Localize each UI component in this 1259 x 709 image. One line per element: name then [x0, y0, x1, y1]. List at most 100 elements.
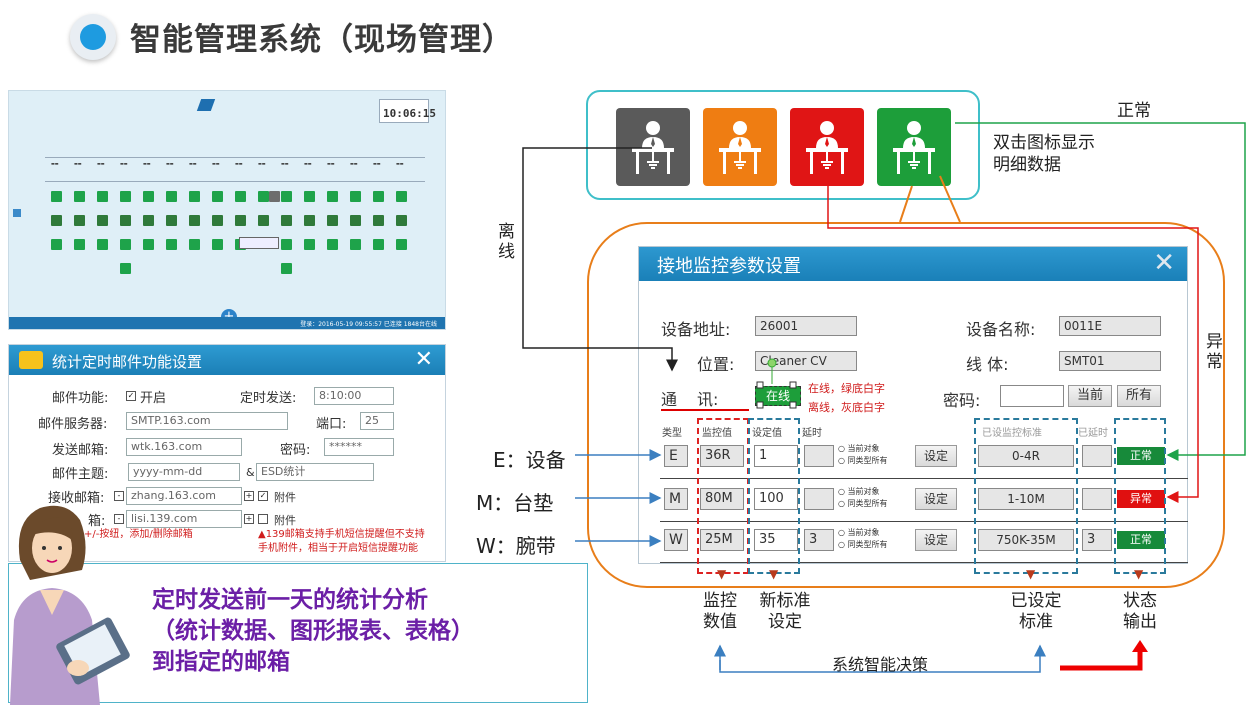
station-icon[interactable]	[212, 239, 223, 250]
station-icon[interactable]	[143, 215, 154, 226]
station-icon[interactable]	[327, 191, 338, 202]
subject-input[interactable]: ESD统计	[256, 463, 374, 481]
station-icon[interactable]	[189, 239, 200, 250]
panel-toggle-icon[interactable]	[13, 209, 21, 217]
status-icon-offline[interactable]	[616, 108, 690, 186]
receiver-input[interactable]: zhang.163.com	[126, 487, 242, 505]
pwd-field[interactable]	[1000, 385, 1064, 407]
station-icon[interactable]	[304, 215, 315, 226]
add-receiver2-button[interactable]: +	[244, 514, 254, 524]
station-icon[interactable]	[281, 239, 292, 250]
station-icon[interactable]	[373, 215, 384, 226]
station-icon[interactable]	[281, 215, 292, 226]
radio-same-type[interactable]: ○ 同类型所有	[838, 499, 888, 508]
station-icon[interactable]	[120, 263, 131, 274]
station-icon[interactable]	[350, 191, 361, 202]
type-field[interactable]: E	[664, 445, 688, 467]
station-icon[interactable]	[143, 191, 154, 202]
station-icon[interactable]	[396, 191, 407, 202]
station-icon[interactable]	[189, 215, 200, 226]
timer-input[interactable]: 8:10:00	[314, 387, 394, 405]
pos-field[interactable]: Cleaner CV	[755, 351, 857, 371]
all-button[interactable]: 所有	[1117, 385, 1161, 407]
type-field[interactable]: M	[664, 488, 688, 510]
station-icon[interactable]	[327, 239, 338, 250]
station-icon[interactable]	[51, 215, 62, 226]
station-icon[interactable]	[258, 215, 269, 226]
station-icon[interactable]	[212, 215, 223, 226]
current-button[interactable]: 当前	[1068, 385, 1112, 407]
close-icon[interactable]: ✕	[1153, 248, 1175, 278]
close-icon[interactable]: ✕	[414, 347, 433, 372]
radio-current[interactable]: ○ 当前对象	[838, 528, 880, 537]
function-checkbox[interactable]: ✓	[126, 391, 136, 401]
station-icon[interactable]	[396, 239, 407, 250]
receiver2-input[interactable]: lisi.139.com	[126, 510, 242, 528]
setval-field[interactable]: 1	[754, 445, 798, 467]
port-input[interactable]: 25	[360, 412, 394, 430]
delay-field[interactable]	[804, 488, 834, 510]
radio-current[interactable]: ○ 当前对象	[838, 444, 880, 453]
station-icon[interactable]	[327, 215, 338, 226]
station-icon[interactable]	[166, 239, 177, 250]
sender-input[interactable]: wtk.163.com	[126, 438, 242, 456]
station-button[interactable]	[239, 237, 279, 249]
setval-field[interactable]: 35	[754, 529, 798, 551]
station-icon-offline[interactable]	[269, 191, 280, 202]
password-input[interactable]: ******	[324, 438, 394, 456]
station-icon[interactable]	[189, 191, 200, 202]
station-icon[interactable]	[212, 191, 223, 202]
station-icon[interactable]	[74, 215, 85, 226]
monitor-field[interactable]: 25M	[700, 529, 744, 551]
station-icon[interactable]	[396, 215, 407, 226]
station-icon[interactable]	[74, 191, 85, 202]
status-icon-normal[interactable]	[877, 108, 951, 186]
set-delay-field[interactable]	[1082, 445, 1112, 467]
subject-date-input[interactable]: yyyy-mm-dd	[128, 463, 240, 481]
devname-field[interactable]: 0011E	[1059, 316, 1161, 336]
radio-current[interactable]: ○ 当前对象	[838, 487, 880, 496]
station-icon[interactable]	[258, 191, 269, 202]
monitor-field[interactable]: 36R	[700, 445, 744, 467]
station-icon[interactable]	[373, 191, 384, 202]
station-icon[interactable]	[350, 215, 361, 226]
station-icon[interactable]	[74, 239, 85, 250]
station-icon[interactable]	[51, 191, 62, 202]
set-button[interactable]: 设定	[915, 445, 957, 467]
station-icon[interactable]	[143, 239, 154, 250]
station-icon[interactable]	[235, 215, 246, 226]
station-icon[interactable]	[120, 239, 131, 250]
std-field[interactable]: 750K-35M	[978, 529, 1074, 551]
station-icon[interactable]	[120, 191, 131, 202]
set-delay-field[interactable]: 3	[1082, 529, 1112, 551]
attachment-checkbox[interactable]: ✓	[258, 491, 268, 501]
station-icon[interactable]	[281, 191, 292, 202]
server-input[interactable]: SMTP.163.com	[126, 412, 288, 430]
station-icon[interactable]	[166, 215, 177, 226]
attachment2-checkbox[interactable]	[258, 514, 268, 524]
remove-receiver2-button[interactable]: -	[114, 514, 124, 524]
addr-field[interactable]: 26001	[755, 316, 857, 336]
status-icon-warning[interactable]	[703, 108, 777, 186]
type-field[interactable]: W	[664, 529, 688, 551]
comm-status-badge[interactable]: 在线	[755, 386, 801, 406]
station-icon[interactable]	[350, 239, 361, 250]
add-receiver-button[interactable]: +	[244, 491, 254, 501]
station-icon[interactable]	[304, 191, 315, 202]
station-icon[interactable]	[281, 263, 292, 274]
station-icon[interactable]	[120, 215, 131, 226]
station-icon[interactable]	[304, 239, 315, 250]
station-icon[interactable]	[51, 239, 62, 250]
station-icon[interactable]	[373, 239, 384, 250]
station-icon[interactable]	[97, 239, 108, 250]
set-delay-field[interactable]	[1082, 488, 1112, 510]
radio-same-type[interactable]: ○ 同类型所有	[838, 540, 888, 549]
delay-field[interactable]: 3	[804, 529, 834, 551]
set-button[interactable]: 设定	[915, 529, 957, 551]
station-icon[interactable]	[97, 215, 108, 226]
station-icon[interactable]	[235, 191, 246, 202]
set-button[interactable]: 设定	[915, 488, 957, 510]
monitor-field[interactable]: 80M	[700, 488, 744, 510]
setval-field[interactable]: 100	[754, 488, 798, 510]
station-icon[interactable]	[166, 191, 177, 202]
